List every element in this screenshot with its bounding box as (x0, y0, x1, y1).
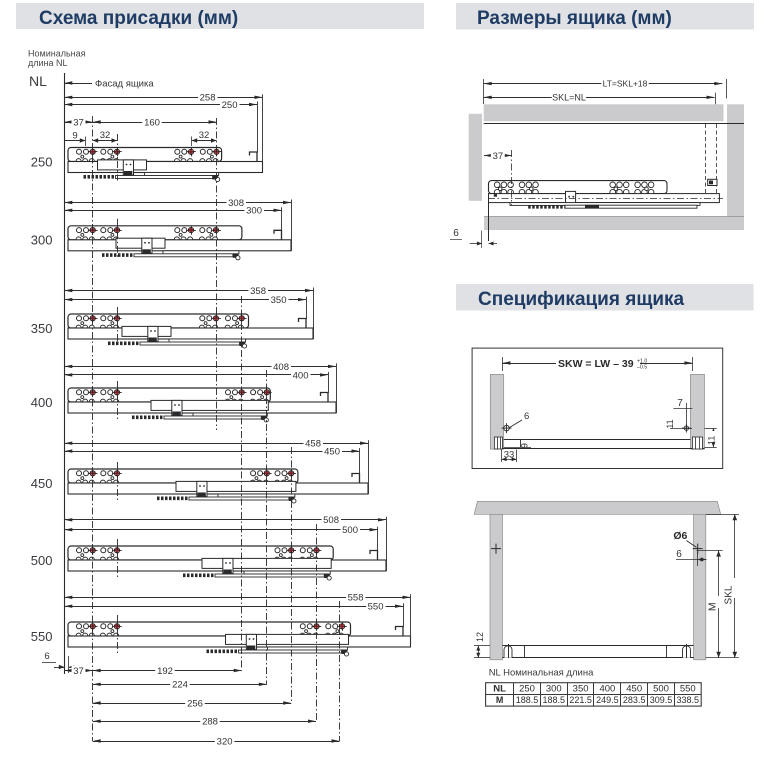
svg-text:Фасад ящика: Фасад ящика (95, 79, 154, 90)
svg-text:320: 320 (217, 736, 233, 747)
svg-text:M: M (707, 602, 719, 611)
svg-text:500: 500 (653, 683, 669, 694)
svg-text:37: 37 (73, 666, 84, 677)
svg-text:Размеры ящика (мм): Размеры ящика (мм) (477, 8, 672, 29)
svg-text:6: 6 (676, 549, 682, 560)
svg-text:350: 350 (573, 683, 589, 694)
svg-text:NL: NL (29, 73, 47, 89)
svg-text:NL: NL (493, 683, 506, 694)
svg-text:Схема присадки (мм): Схема присадки (мм) (39, 8, 238, 29)
svg-text:400: 400 (293, 370, 309, 381)
svg-text:LT=SKL+18: LT=SKL+18 (603, 79, 648, 89)
svg-text:250: 250 (222, 100, 238, 111)
svg-text:508: 508 (323, 515, 339, 526)
svg-text:12: 12 (475, 632, 485, 642)
svg-text:32: 32 (199, 130, 210, 141)
svg-text:408: 408 (273, 362, 289, 373)
svg-text:550: 550 (31, 629, 53, 644)
svg-text:258: 258 (200, 93, 216, 104)
svg-text:SKW = LW – 39: SKW = LW – 39 (558, 358, 634, 370)
svg-text:6: 6 (453, 228, 459, 239)
svg-text:длина NL: длина NL (28, 58, 68, 68)
svg-text:350: 350 (271, 295, 287, 306)
svg-text:–0.5: –0.5 (637, 365, 647, 371)
svg-text:11: 11 (707, 436, 717, 445)
svg-text:Ø6: Ø6 (673, 530, 687, 542)
svg-text:9: 9 (520, 443, 530, 448)
svg-text:SKL: SKL (724, 585, 735, 604)
svg-text:7: 7 (677, 398, 683, 409)
svg-text:192: 192 (157, 666, 173, 677)
svg-text:358: 358 (250, 286, 266, 297)
svg-text:188.5: 188.5 (516, 695, 539, 705)
svg-text:550: 550 (680, 683, 696, 694)
svg-text:558: 558 (348, 593, 364, 604)
svg-text:SKL=NL: SKL=NL (552, 93, 586, 103)
svg-text:300: 300 (246, 206, 262, 217)
svg-text:Спецификация ящика: Спецификация ящика (478, 289, 685, 310)
svg-text:283.5: 283.5 (623, 695, 646, 705)
svg-text:NL Номинальная длина: NL Номинальная длина (489, 668, 594, 679)
svg-text:458: 458 (305, 439, 321, 450)
svg-text:224: 224 (172, 680, 188, 691)
svg-text:338.5: 338.5 (677, 695, 700, 705)
svg-text:300: 300 (546, 683, 562, 694)
svg-text:188.5: 188.5 (543, 695, 566, 705)
svg-text:33: 33 (504, 450, 515, 461)
svg-text:450: 450 (626, 683, 642, 694)
svg-text:32: 32 (100, 130, 111, 141)
svg-text:11: 11 (665, 419, 675, 428)
svg-text:500: 500 (31, 553, 53, 568)
svg-text:249.5: 249.5 (596, 695, 619, 705)
svg-text:350: 350 (31, 321, 53, 336)
svg-text:221.5: 221.5 (569, 695, 592, 705)
svg-text:9: 9 (72, 131, 77, 142)
svg-text:450: 450 (324, 447, 340, 458)
svg-text:400: 400 (31, 395, 53, 410)
svg-text:500: 500 (342, 525, 358, 536)
svg-text:37: 37 (493, 151, 504, 162)
svg-text:Номинальная: Номинальная (28, 49, 86, 59)
svg-text:450: 450 (31, 476, 53, 491)
svg-text:256: 256 (187, 698, 203, 709)
svg-text:+1.0: +1.0 (637, 359, 647, 365)
svg-text:250: 250 (31, 154, 53, 169)
svg-text:160: 160 (144, 117, 160, 128)
svg-text:550: 550 (368, 602, 384, 613)
svg-text:37: 37 (73, 117, 84, 128)
svg-text:288: 288 (202, 717, 218, 728)
svg-text:250: 250 (519, 683, 535, 694)
svg-text:6: 6 (524, 411, 529, 422)
svg-text:400: 400 (599, 683, 615, 694)
svg-text:6: 6 (44, 651, 49, 662)
svg-text:308: 308 (228, 198, 244, 209)
svg-text:300: 300 (31, 233, 53, 248)
svg-text:309.5: 309.5 (650, 695, 673, 705)
svg-text:M: M (496, 695, 504, 705)
